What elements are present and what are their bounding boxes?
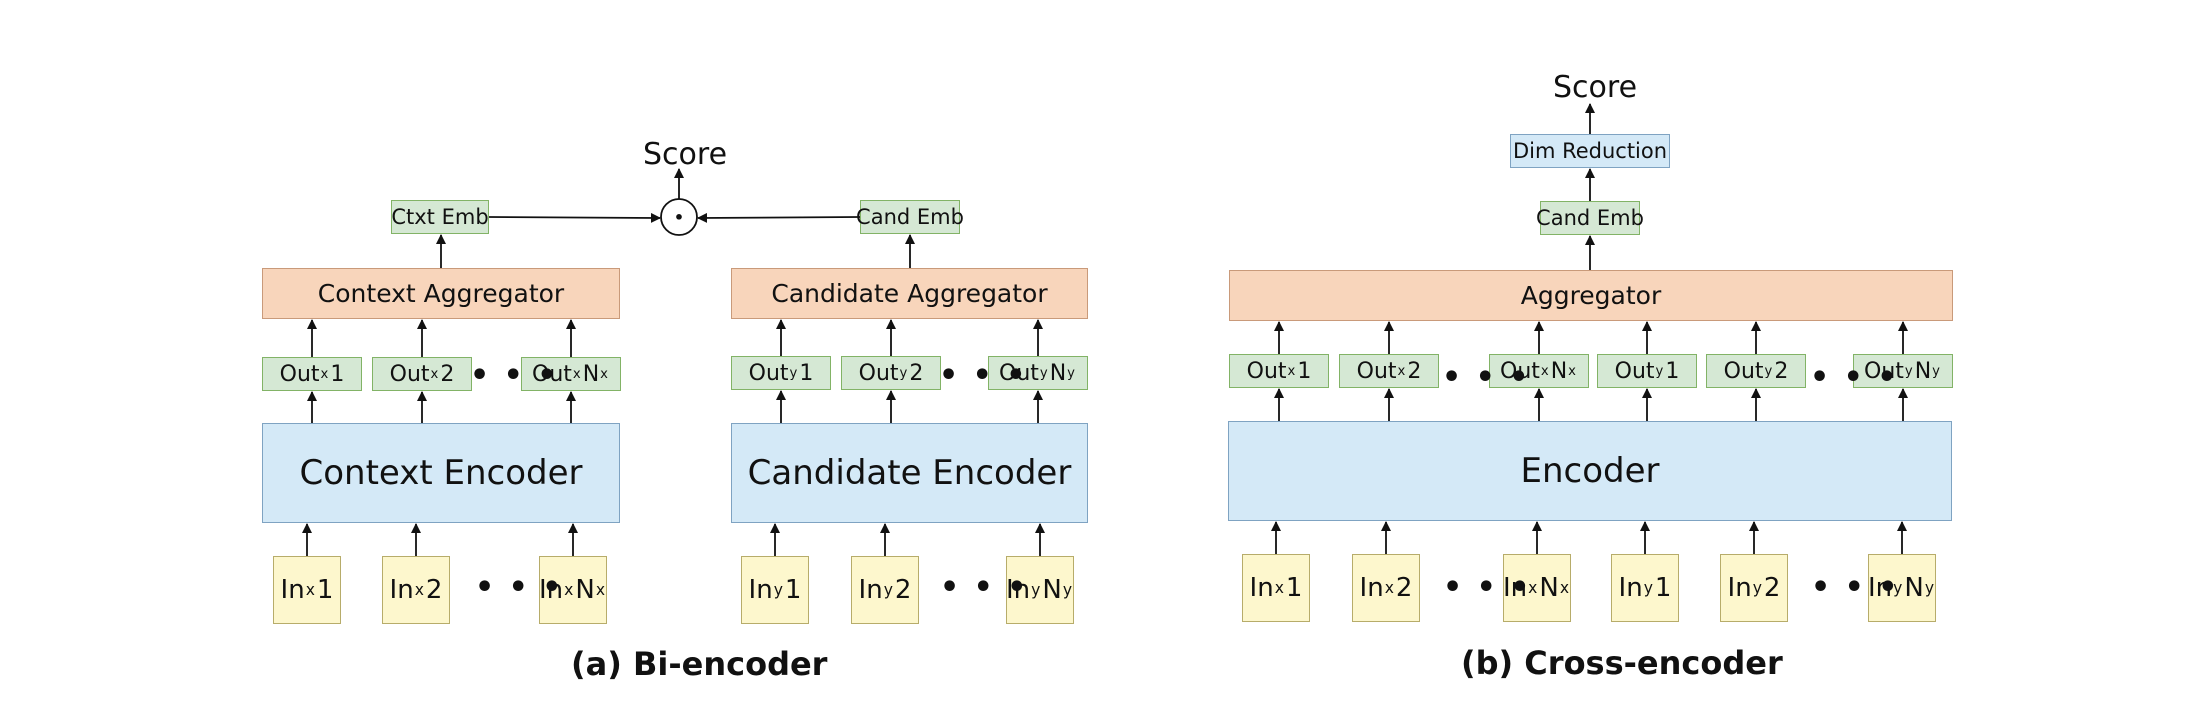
cross-x-outputs-ellipsis: • • • [1442, 360, 1531, 395]
candidate-aggregator-box: Candidate Aggregator [731, 268, 1088, 319]
dot-product-symbol: • [673, 207, 685, 227]
context-inputs-ellipsis: • • • [475, 570, 564, 605]
cross-cand-emb-box: Cand Emb [1536, 201, 1644, 235]
aggregator-box: Aggregator [1229, 270, 1953, 321]
cross-score-label: Score [1553, 70, 1638, 105]
candidate-outputs-ellipsis: • • • [939, 358, 1028, 393]
ctxt-emb-to-dot-arrow [488, 212, 661, 223]
context-aggregator-box: Context Aggregator [262, 268, 620, 319]
encoder-box: Encoder [1228, 421, 1952, 521]
ctxt-emb-box: Ctxt Emb [391, 200, 489, 234]
cand-emb-box: Cand Emb [856, 200, 964, 234]
cross-encoder-caption: (b) Cross-encoder [1461, 644, 1783, 682]
dim-reduction-box: Dim Reduction [1510, 134, 1670, 168]
dot-product-circle [660, 198, 698, 236]
cross-y-outputs-ellipsis: • • • [1810, 360, 1899, 395]
context-encoder-box: Context Encoder [262, 423, 620, 523]
cross-x-inputs-ellipsis: • • • [1443, 570, 1532, 605]
context-outputs-ellipsis: • • • [470, 358, 559, 393]
candidate-encoder-box: Candidate Encoder [731, 423, 1088, 523]
bi-score-label: Score [643, 137, 728, 172]
cand-emb-to-dot-arrow [697, 212, 861, 223]
cross-y-inputs-ellipsis: • • • [1811, 570, 1900, 605]
candidate-inputs-ellipsis: • • • [940, 570, 1029, 605]
bi-encoder-caption: (a) Bi-encoder [571, 645, 828, 683]
